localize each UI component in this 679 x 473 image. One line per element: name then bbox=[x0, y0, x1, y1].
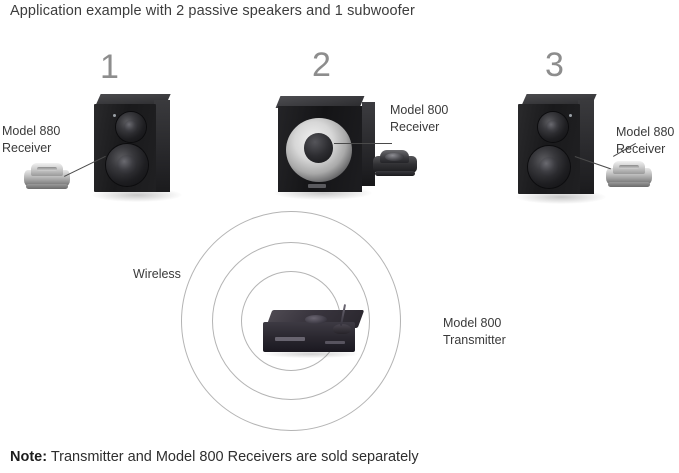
label-transmitter: Model 800 Transmitter bbox=[443, 315, 506, 349]
receiver-base bbox=[26, 184, 68, 189]
callout-number-3: 3 bbox=[545, 46, 564, 84]
page-title: Application example with 2 passive speak… bbox=[10, 3, 415, 19]
footer-note-text: Transmitter and Model 800 Receivers are … bbox=[47, 449, 419, 465]
tweeter-driver bbox=[116, 112, 146, 142]
receiver-center bbox=[372, 148, 418, 178]
label-receiver-left: Model 880 Receiver bbox=[2, 123, 60, 157]
wireless-ring-middle bbox=[212, 242, 370, 400]
label-transmitter-line2: Transmitter bbox=[443, 333, 506, 347]
tweeter-driver bbox=[538, 112, 568, 142]
transmitter-device bbox=[263, 304, 365, 358]
label-wireless: Wireless bbox=[133, 267, 181, 281]
brand-badge bbox=[308, 184, 326, 188]
transmitter-model-text bbox=[325, 341, 345, 344]
receiver-port bbox=[619, 165, 639, 169]
receiver-port bbox=[37, 167, 57, 171]
speaker-cabinet-side bbox=[578, 100, 594, 194]
subwoofer-cabinet-side bbox=[362, 102, 375, 186]
passive-speaker-left bbox=[88, 92, 184, 202]
power-led-icon bbox=[113, 114, 116, 117]
footer-note: Note: Transmitter and Model 800 Receiver… bbox=[10, 449, 419, 465]
receiver-dial-icon bbox=[385, 153, 404, 161]
passive-speaker-right bbox=[512, 92, 608, 204]
receiver-right bbox=[604, 158, 656, 188]
wireless-ring-outer bbox=[181, 211, 401, 431]
subwoofer bbox=[272, 92, 376, 200]
woofer-driver bbox=[528, 146, 570, 188]
transmitter-antenna-base bbox=[333, 324, 351, 334]
subwoofer-driver bbox=[286, 118, 352, 182]
label-transmitter-line1: Model 800 bbox=[443, 316, 502, 330]
label-receiver-center: Model 800 Receiver bbox=[390, 102, 448, 136]
callout-number-1: 1 bbox=[100, 48, 119, 86]
label-receiver-center-line1: Model 800 bbox=[390, 103, 449, 117]
power-led-icon bbox=[569, 114, 572, 117]
label-receiver-right-line2: Receiver bbox=[616, 142, 666, 156]
receiver-base bbox=[375, 171, 415, 176]
woofer-driver bbox=[106, 144, 148, 186]
label-receiver-left-line2: Receiver bbox=[2, 141, 52, 155]
callout-number-2: 2 bbox=[312, 46, 331, 84]
transmitter-dial-icon bbox=[305, 315, 327, 324]
label-receiver-left-line1: Model 880 bbox=[2, 124, 61, 138]
transmitter-brand-logo bbox=[275, 337, 305, 341]
footer-note-prefix: Note: bbox=[10, 449, 48, 465]
speaker-cabinet-side bbox=[154, 100, 170, 192]
transmitter-shadow bbox=[265, 350, 357, 358]
label-receiver-right-line1: Model 880 bbox=[616, 125, 675, 139]
receiver-left bbox=[22, 160, 74, 190]
receiver-base bbox=[608, 182, 650, 187]
leader-line-receiver-center bbox=[334, 143, 392, 144]
label-receiver-right: Model 880 Receiver bbox=[616, 124, 674, 158]
label-receiver-center-line2: Receiver bbox=[390, 120, 440, 134]
